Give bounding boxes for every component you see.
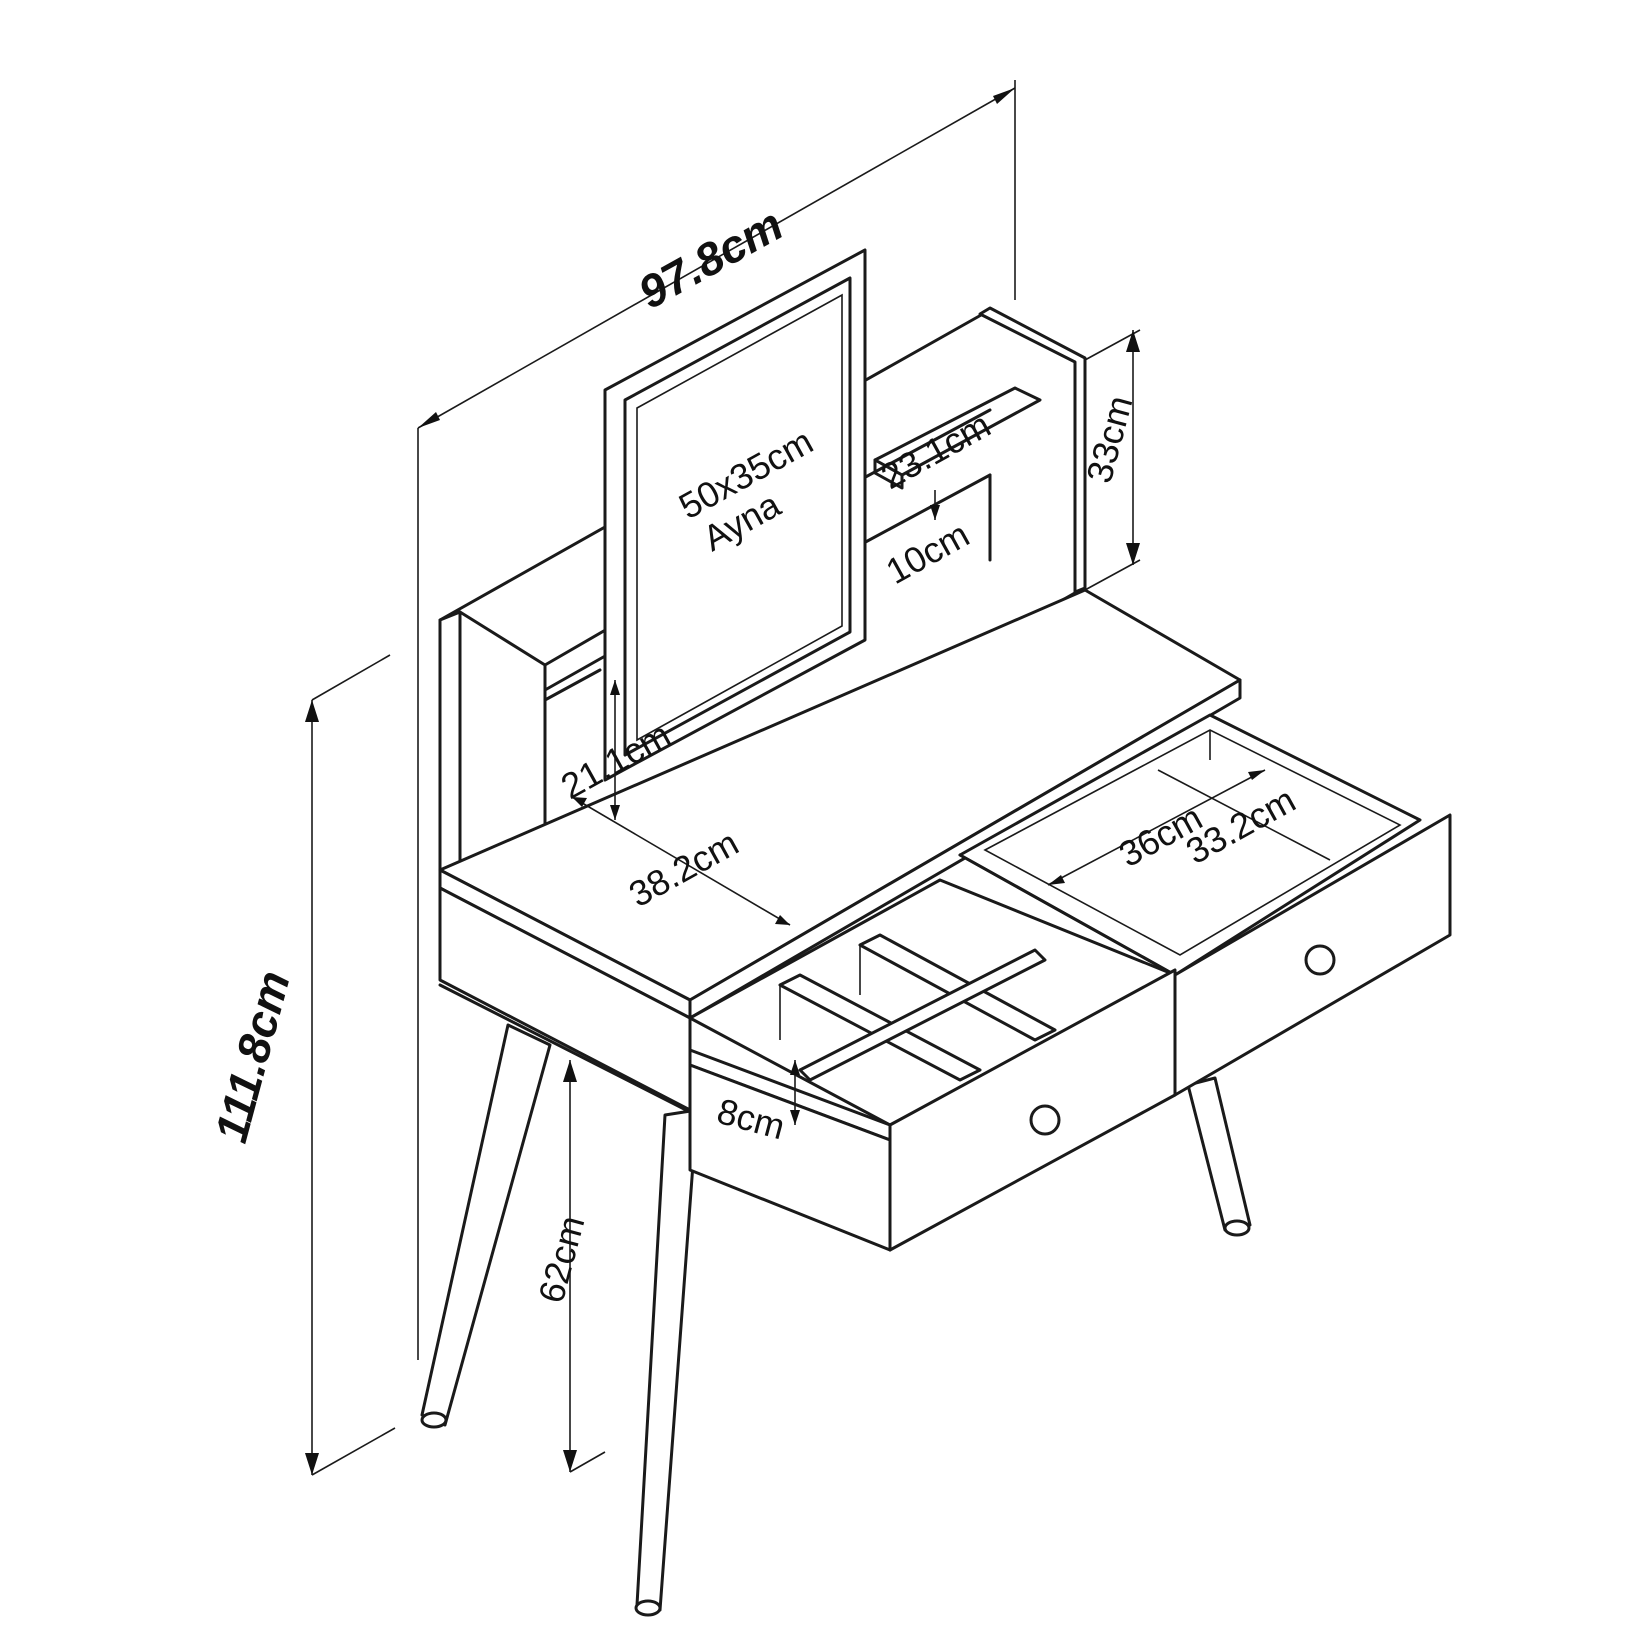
width-dimension-line [417, 80, 1016, 1360]
leg-height-dimension-line [563, 1060, 606, 1473]
right-drawer [958, 713, 1452, 1097]
width-label: 97.8cm [630, 198, 792, 319]
desk-depth-arrow [571, 796, 791, 926]
desk-top [438, 588, 1242, 1020]
height-label: 111.8cm [204, 965, 299, 1147]
drawer-height-arrow [790, 1060, 800, 1125]
hutch-height-label: 33cm [1078, 391, 1140, 487]
left-drawer [688, 878, 1177, 1252]
hutch-height-dimension-line [1084, 329, 1141, 591]
shelf-gap-arrow [930, 490, 940, 520]
legs [420, 1023, 1252, 1617]
leg-height-label: 62cm [530, 1211, 592, 1307]
left-shelf-height-arrow [610, 680, 620, 820]
mirror [603, 248, 867, 782]
drawer-inner-arrows [1047, 769, 1331, 886]
height-dimension-line [305, 654, 396, 1476]
